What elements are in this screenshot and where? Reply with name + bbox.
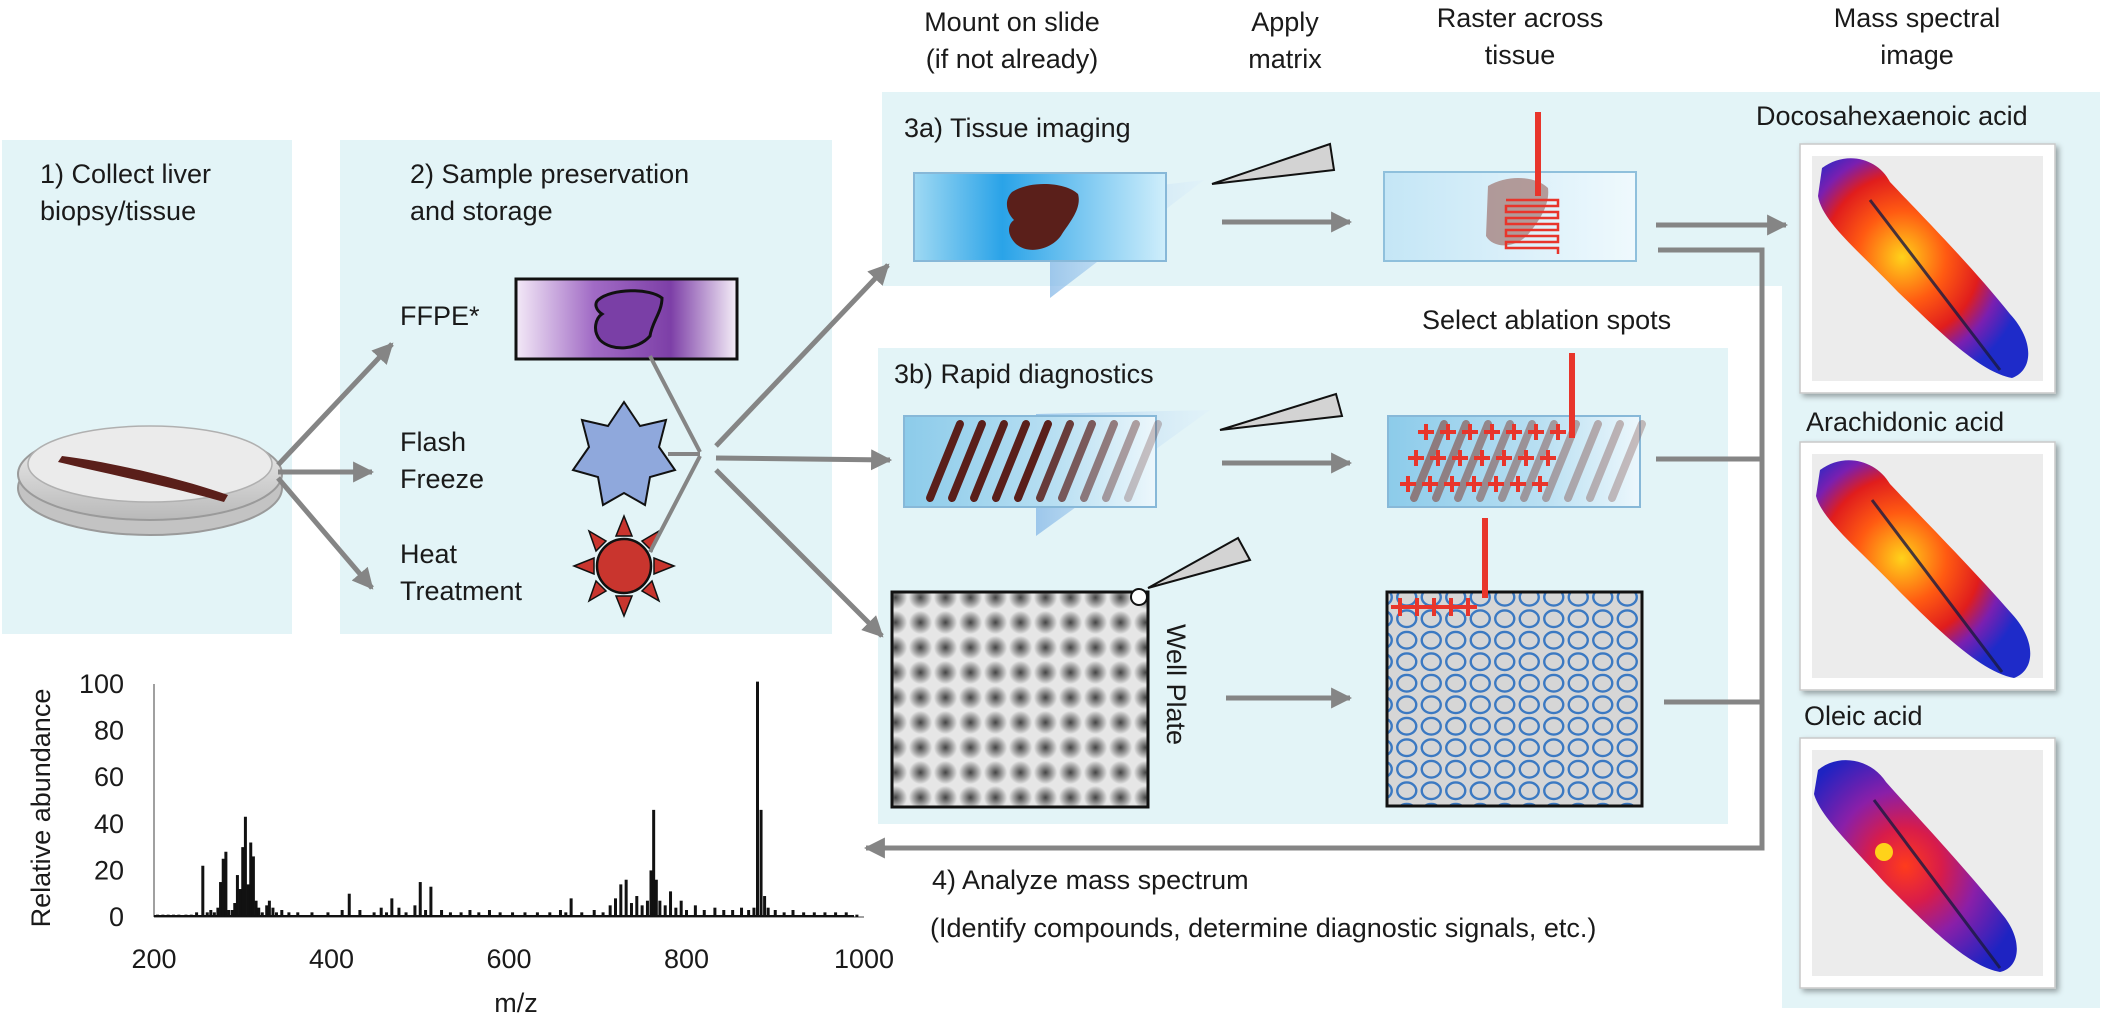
header-mass-spectral-image: Mass spectral image bbox=[1833, 3, 2001, 70]
step-rapid-diagnostics-label: 3b) Rapid diagnostics bbox=[894, 359, 1154, 389]
compound-label-oleic: Oleic acid bbox=[1804, 701, 1923, 731]
x-tick-600: 600 bbox=[486, 944, 531, 974]
header-mount-on-slide: Mount on slide (if not already) bbox=[924, 7, 1100, 74]
tissue-imaging-slide bbox=[913, 172, 1204, 298]
well-plate-label: Well Plate bbox=[1161, 624, 1191, 746]
mass-spectrum-chart: 200 400 600 800 1000 0 20 40 60 80 100 m/z Relati… bbox=[26, 669, 894, 1018]
x-tick-200: 200 bbox=[131, 944, 176, 974]
petri-dish-icon bbox=[17, 425, 283, 536]
y-tick-40: 40 bbox=[94, 809, 124, 839]
arrow-to-rapid-slide bbox=[715, 449, 893, 471]
rapid-diagnostics-slide bbox=[903, 410, 1210, 536]
matrix-sprayer-icon bbox=[1211, 142, 1336, 185]
step-tissue-imaging-label: 3a) Tissue imaging bbox=[904, 113, 1131, 143]
y-tick-60: 60 bbox=[94, 762, 124, 792]
step-collect-label: 1) Collect liver biopsy/tissue bbox=[40, 159, 212, 226]
raster-slide bbox=[1383, 112, 1637, 262]
header-raster: Raster across tissue bbox=[1436, 3, 1604, 70]
flash-freeze-star-icon bbox=[571, 400, 677, 507]
step-analyze-label: 4) Analyze mass spectrum bbox=[932, 865, 1249, 895]
y-tick-0: 0 bbox=[109, 902, 124, 932]
y-tick-20: 20 bbox=[94, 855, 124, 885]
x-axis-label: m/z bbox=[494, 988, 538, 1016]
ffpe-label: FFPE* bbox=[400, 301, 480, 331]
well-plate-icon bbox=[890, 588, 1150, 809]
arrow-to-heat-treatment bbox=[276, 476, 374, 590]
x-tick-800: 800 bbox=[664, 944, 709, 974]
arrow-to-ffpe bbox=[276, 342, 394, 467]
ablation-slide bbox=[1387, 353, 1646, 508]
header-apply-matrix: Apply matrix bbox=[1248, 7, 1322, 74]
step-analyze-sub-label: (Identify compounds, determine diagnosti… bbox=[930, 913, 1597, 943]
compound-label-arachidonic: Arachidonic acid bbox=[1806, 407, 2005, 437]
pipette-icon bbox=[1147, 536, 1252, 589]
compound-label-docosahexaenoic: Docosahexaenoic acid bbox=[1756, 101, 2028, 131]
ffpe-slide-icon bbox=[514, 277, 739, 361]
ablation-spots-label: Select ablation spots bbox=[1422, 305, 1672, 335]
step-preservation-label: 2) Sample preservation and storage bbox=[410, 159, 690, 226]
y-axis-label: Relative abundance bbox=[26, 689, 56, 928]
y-tick-100: 100 bbox=[79, 669, 124, 699]
arrow-to-tissue-imaging bbox=[714, 263, 890, 448]
heat-treatment-sun-icon bbox=[571, 513, 677, 619]
flash-freeze-label: Flash Freeze bbox=[400, 427, 485, 494]
x-tick-1000: 1000 bbox=[834, 944, 894, 974]
panel-collect bbox=[2, 140, 292, 634]
heat-treatment-label: Heat Treatment bbox=[400, 539, 523, 606]
panel-preservation bbox=[340, 140, 832, 634]
matrix-sprayer-icon-2 bbox=[1219, 392, 1344, 431]
x-tick-400: 400 bbox=[309, 944, 354, 974]
y-tick-80: 80 bbox=[94, 716, 124, 746]
ablation-plate-icon bbox=[1385, 518, 1644, 808]
arrow-to-well-plate bbox=[714, 468, 884, 638]
